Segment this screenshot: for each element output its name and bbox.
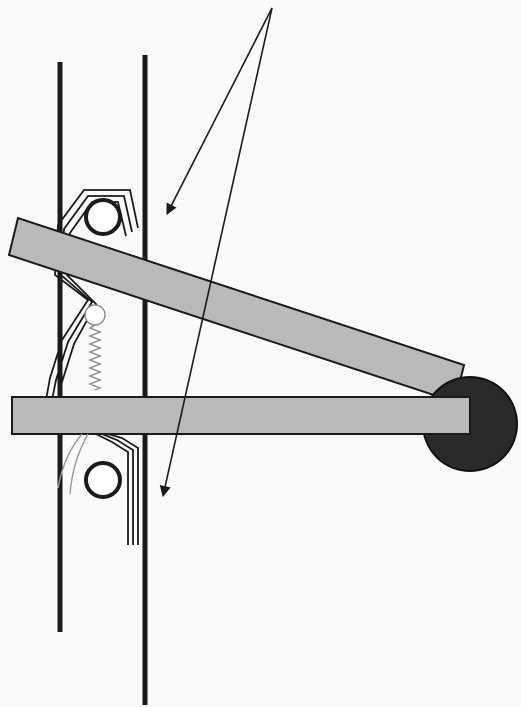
lower-roller <box>84 461 122 499</box>
coil-spring <box>84 304 106 391</box>
pointer-arrows <box>159 7 273 498</box>
pointer-arrow-upper <box>166 7 273 215</box>
lower-horizontal-arm <box>11 396 471 435</box>
pointer-arrow-lower <box>159 7 273 498</box>
upper-roller <box>84 198 122 236</box>
lower-linkage <box>95 433 139 545</box>
lower-wire-hook <box>57 433 89 495</box>
